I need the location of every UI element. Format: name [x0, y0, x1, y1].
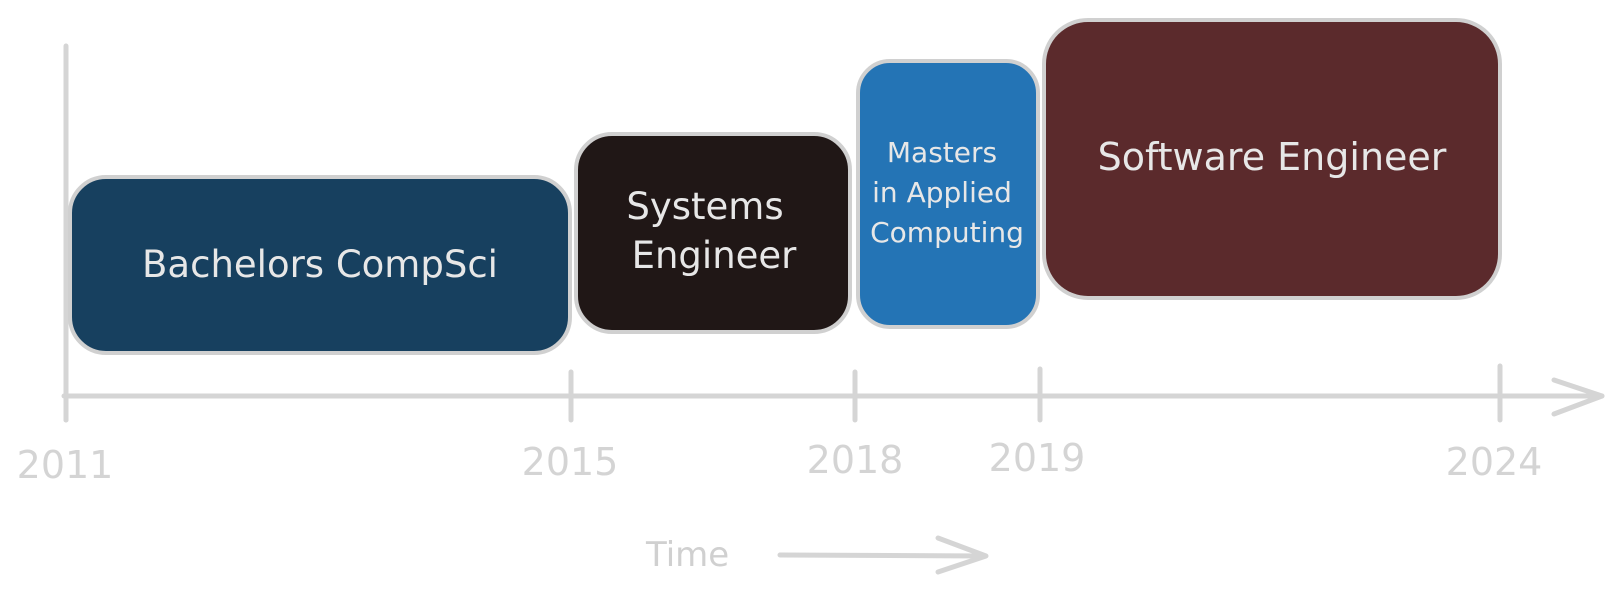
time-axis-label: Time [645, 535, 729, 575]
block-label-systems-line-1: Systems [626, 185, 783, 228]
block-systems-engineer [574, 132, 852, 334]
block-label-masters-line-2: in Applied [872, 176, 1012, 209]
year-label-2018: 2018 [807, 438, 904, 482]
block-bachelors [68, 175, 572, 355]
time-arrow-shaft [777, 552, 988, 559]
block-masters [856, 59, 1040, 329]
year-label-2019: 2019 [989, 436, 1086, 480]
year-label-2011: 2011 [17, 443, 114, 487]
block-label-masters-line-1: Masters [887, 136, 997, 169]
year-label-2024: 2024 [1446, 440, 1543, 484]
year-label-2015: 2015 [522, 440, 619, 484]
block-label-bachelors: Bachelors CompSci [142, 243, 498, 286]
block-label-software-engineer: Software Engineer [1098, 135, 1447, 179]
horizontal-axis-arrowhead [1551, 377, 1605, 417]
block-software-engineer [1042, 18, 1502, 300]
block-label-masters-line-3: Computing [870, 216, 1024, 249]
time-arrow-head [935, 535, 989, 575]
block-label-systems-line-2: Engineer [632, 234, 798, 277]
